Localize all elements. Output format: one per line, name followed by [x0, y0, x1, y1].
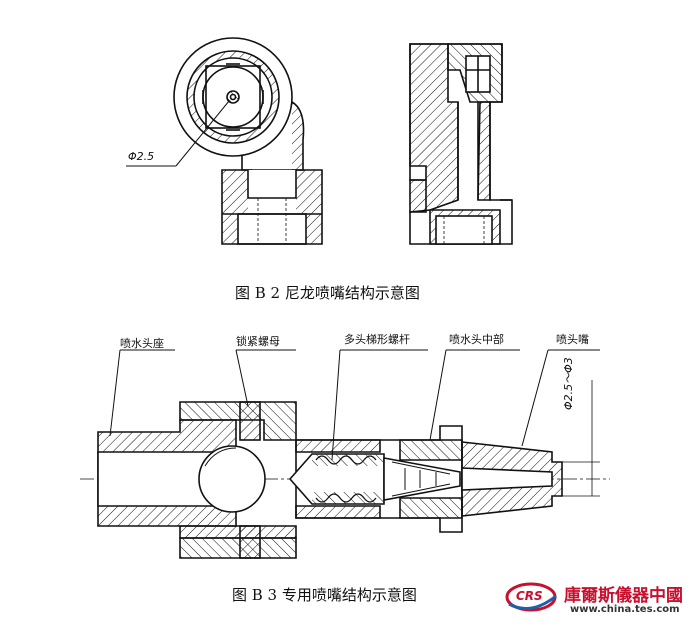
- b2-section-view: [409, 43, 513, 245]
- b3-assembly: [80, 349, 610, 559]
- b3-caption: 图 B 3 专用喷嘴结构示意图: [232, 586, 417, 604]
- b3-dimension-label: Φ2.5～Φ3: [562, 357, 575, 410]
- label-nozzle-tip: 喷头嘴: [556, 333, 589, 346]
- b2-dimension-label: Φ2.5: [128, 150, 155, 163]
- label-middle-part: 喷水头中部: [449, 333, 504, 346]
- b2-front-view: [126, 37, 323, 245]
- b2-caption: 图 B 2 尼龙喷嘴结构示意图: [235, 284, 420, 302]
- label-screw-rod: 多头梯形螺杆: [344, 333, 410, 346]
- crs-logo: [505, 582, 557, 612]
- label-lock-nut: 锁紧螺母: [236, 335, 280, 348]
- watermark-brand-name: 庫爾斯儀器中國: [564, 586, 683, 606]
- label-nozzle-seat: 喷水头座: [120, 337, 164, 350]
- watermark-url: www.china.tes.com: [570, 604, 680, 615]
- crs-badge-text: CRS: [516, 589, 543, 603]
